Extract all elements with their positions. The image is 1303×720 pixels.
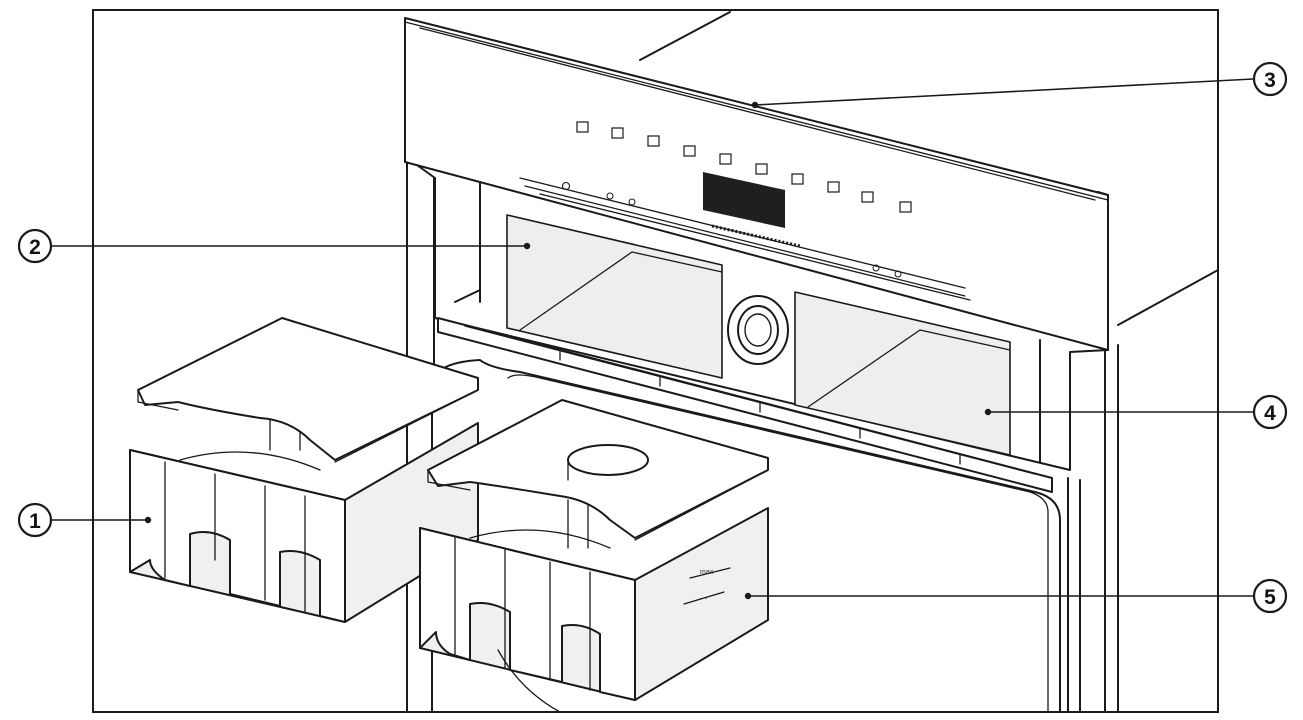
control-icons	[561, 121, 912, 278]
mode-icon-5	[719, 153, 732, 165]
left-water-tank	[129, 317, 479, 623]
mode-icon-2	[611, 127, 624, 139]
mode-icon-4	[683, 145, 696, 157]
slider-scale	[711, 224, 801, 248]
callout-label-1: 1	[29, 510, 41, 533]
mode-icon-3	[647, 135, 660, 147]
mode-icon-7	[791, 173, 804, 185]
minus-icon	[606, 192, 614, 200]
plus-icon	[628, 198, 636, 206]
power-icon	[561, 181, 571, 191]
callout-label-5: 5	[1264, 586, 1276, 609]
mode-icon-8	[827, 181, 840, 193]
right-compartment	[794, 291, 1011, 456]
mode-icon-1	[576, 121, 589, 133]
display-screen	[703, 172, 785, 228]
callout-5: 5	[744, 578, 1288, 614]
light-icon	[894, 270, 902, 278]
control-display	[519, 172, 971, 301]
callout-label-4: 4	[1264, 402, 1276, 425]
callout-1: 1	[17, 502, 152, 538]
callout-4: 4	[984, 394, 1288, 430]
tank-marking-max: max	[700, 569, 714, 576]
tank-marking-min: —	[700, 595, 707, 602]
arrow-icon	[872, 264, 880, 272]
rotary-knob	[727, 295, 789, 365]
right-water-tank: max —	[419, 399, 769, 713]
callout-label-3: 3	[1264, 69, 1276, 92]
mode-icon-6	[755, 163, 768, 175]
left-compartment	[506, 214, 723, 379]
door-handle	[437, 317, 1053, 493]
mode-icon-9	[861, 191, 874, 203]
callout-3: 3	[751, 61, 1288, 109]
mode-icon-10	[899, 201, 912, 213]
callout-label-2: 2	[29, 236, 41, 259]
callout-2: 2	[17, 228, 531, 264]
